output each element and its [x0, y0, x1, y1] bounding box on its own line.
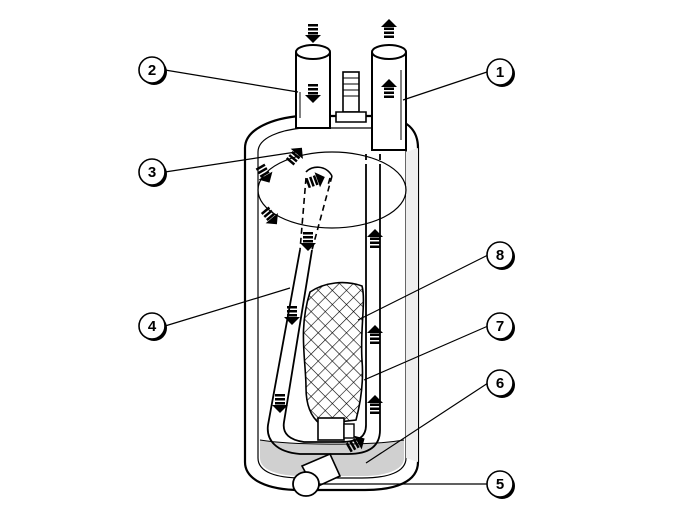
callout-2: 2	[138, 56, 167, 85]
oil-pickup-fitting	[317, 417, 355, 441]
callout-7: 7	[486, 312, 515, 341]
callout-number: 7	[496, 318, 504, 335]
callout-number: 6	[496, 375, 504, 392]
callout-6: 6	[486, 369, 515, 398]
u-tube	[266, 150, 381, 455]
callout-number: 8	[496, 247, 504, 264]
callout-1: 1	[486, 58, 515, 87]
service-valve	[335, 71, 367, 123]
callout-number: 5	[496, 476, 504, 493]
callout-number: 2	[148, 62, 156, 79]
callout-4: 4	[138, 312, 167, 341]
callout-3: 3	[138, 158, 167, 187]
leader-lines	[164, 69, 489, 485]
callout-number: 1	[496, 64, 504, 81]
drain-plug	[292, 452, 342, 497]
callout-5: 5	[486, 470, 515, 499]
callout-number: 3	[148, 164, 156, 181]
callout-markers: 1 2 3 4 5 6 7 8	[138, 56, 515, 499]
outlet-pipe	[371, 44, 407, 151]
desiccant-bag	[302, 281, 365, 425]
callout-8: 8	[486, 241, 515, 270]
callout-number: 4	[148, 318, 157, 335]
